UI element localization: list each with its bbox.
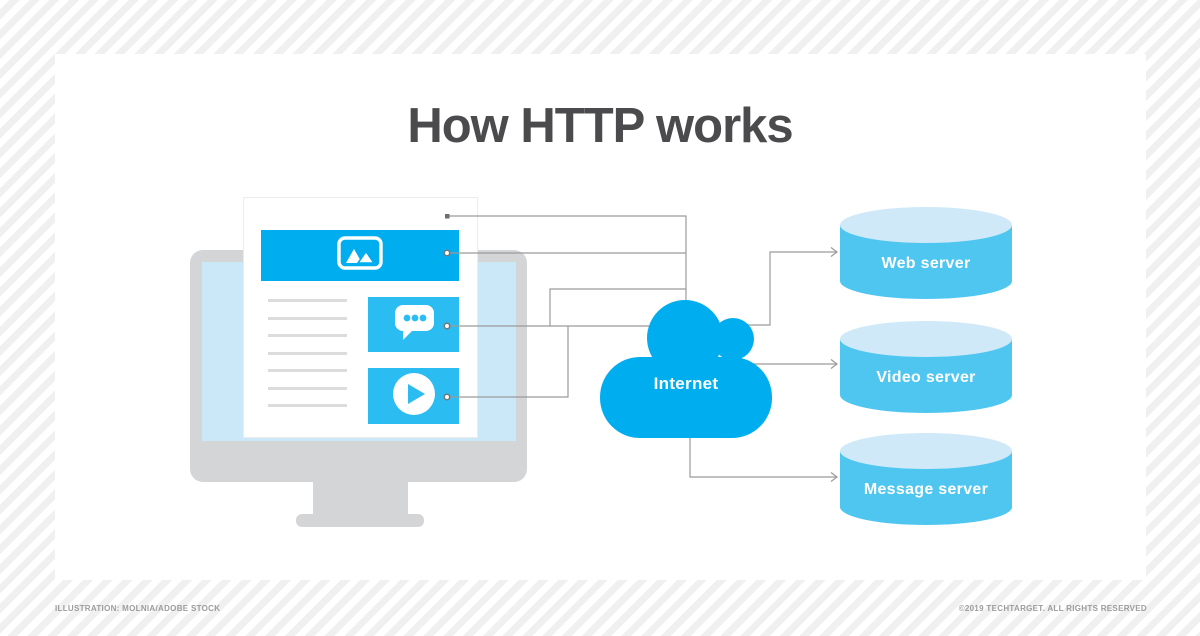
page-title: How HTTP works <box>407 99 793 153</box>
text-line <box>268 404 347 407</box>
chat-widget <box>368 297 459 352</box>
image-icon <box>337 236 383 275</box>
text-line <box>268 352 347 355</box>
play-icon <box>392 372 436 421</box>
server-label: Message server <box>863 481 989 498</box>
database-cylinder-icon <box>840 321 1012 413</box>
internet-label: Internet <box>653 374 719 393</box>
text-line <box>268 299 347 302</box>
server-web: Web server <box>840 207 1012 299</box>
chat-bubble-icon <box>391 302 437 347</box>
image-banner <box>261 230 459 281</box>
database-cylinder-icon <box>840 207 1012 299</box>
text-line <box>268 387 347 390</box>
server-video: Video server <box>840 321 1012 413</box>
monitor-stand-neck <box>313 481 408 515</box>
text-line <box>268 369 347 372</box>
monitor-stand-base <box>296 514 424 527</box>
internet-cloud-icon <box>600 300 772 438</box>
footer-copyright: ©2019 TECHTARGET. ALL RIGHTS RESERVED <box>958 604 1147 613</box>
server-label: Video server <box>876 369 976 386</box>
text-line <box>268 334 347 337</box>
database-cylinder-icon <box>840 433 1012 525</box>
footer-credit: ILLUSTRATION: MOLNIA/ADOBE STOCK <box>55 604 221 613</box>
text-line <box>268 317 347 320</box>
server-label: Web server <box>881 255 971 272</box>
video-widget <box>368 368 459 424</box>
server-message: Message server <box>840 433 1012 525</box>
